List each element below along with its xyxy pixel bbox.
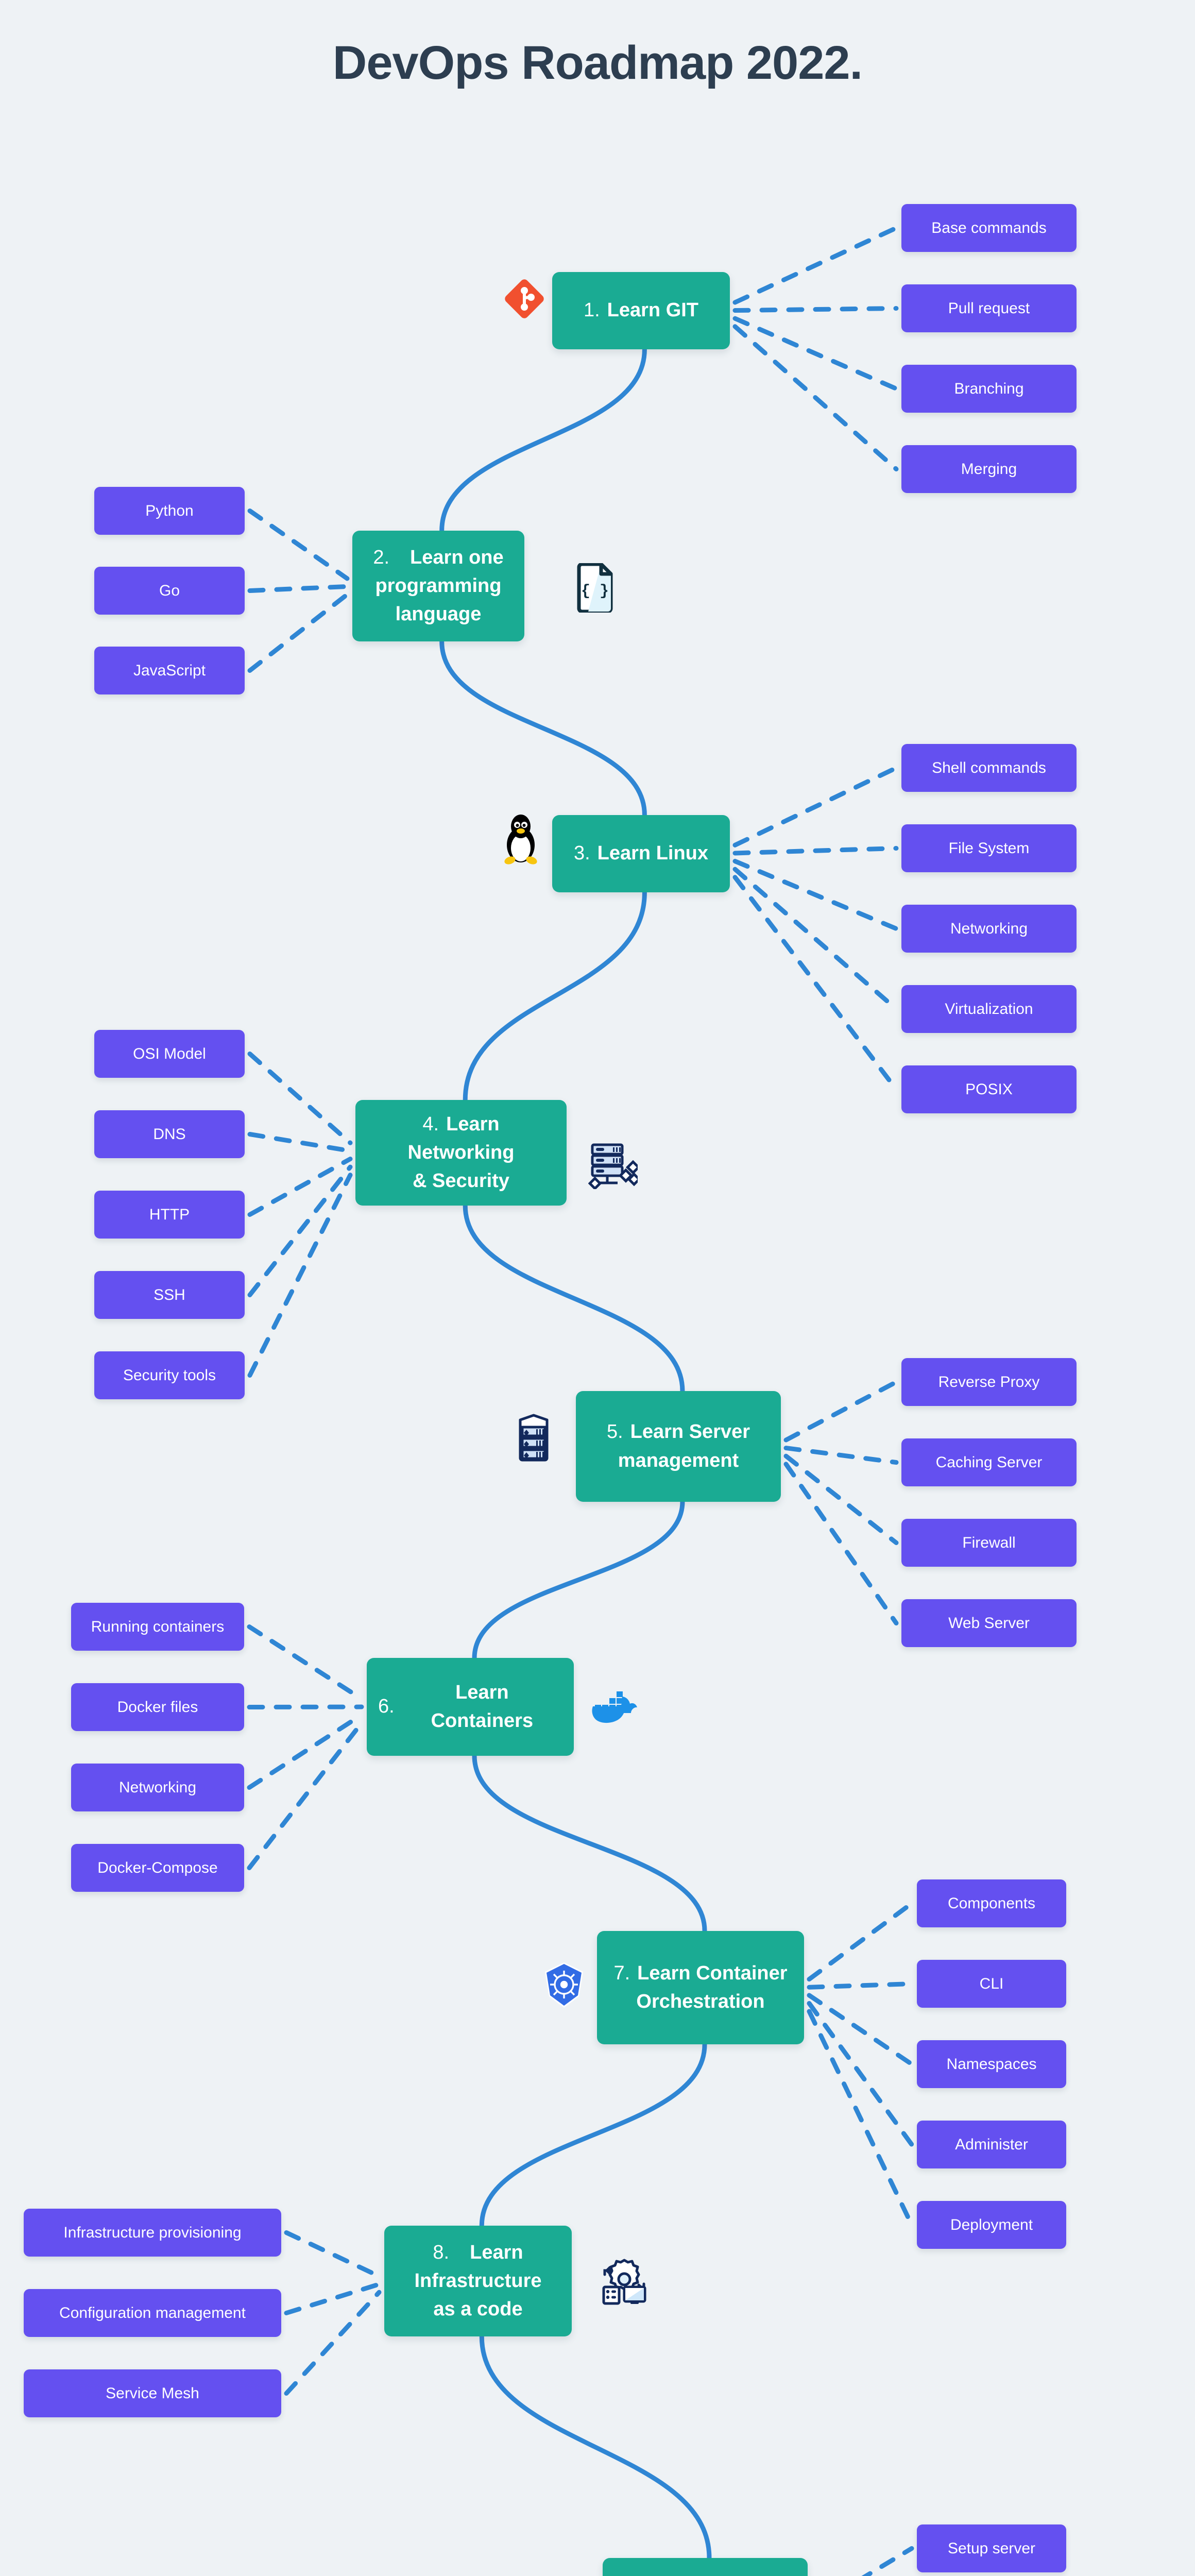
leaf-node[interactable]: OSI Model: [94, 1030, 245, 1078]
node-label: 4.Learn Networking: [407, 1113, 515, 1163]
node-number: 1.: [583, 299, 600, 321]
leaf-node[interactable]: Infrastructure provisioning: [24, 2209, 281, 2257]
leaf-node[interactable]: Components: [917, 1879, 1066, 1927]
leaf-node[interactable]: JavaScript: [94, 647, 245, 694]
leaf-node[interactable]: Networking: [901, 905, 1077, 953]
node-label-line: Infrastructure: [414, 2269, 542, 2292]
git-icon: [502, 275, 547, 323]
leaf-node[interactable]: Security tools: [94, 1351, 245, 1399]
leaf-node[interactable]: HTTP: [94, 1191, 245, 1239]
server-rack-icon: [516, 1413, 552, 1464]
docker-whale-icon: [590, 1687, 639, 1730]
roadmap-node-2[interactable]: 2. Learn one programming language: [352, 531, 524, 641]
node-label: Learn: [470, 2241, 523, 2263]
roadmap-node-3[interactable]: 3. Learn Linux: [552, 815, 730, 892]
leaf-node[interactable]: Firewall: [901, 1519, 1077, 1567]
page-title: DevOps Roadmap 2022.: [332, 37, 863, 89]
leaf-node[interactable]: Shell commands: [901, 744, 1077, 792]
leaf-node[interactable]: DNS: [94, 1110, 245, 1158]
kubernetes-helm-icon: [542, 1960, 586, 2010]
code-file-icon: { }: [576, 563, 614, 613]
leaf-node[interactable]: Namespaces: [917, 2040, 1066, 2088]
leaf-node[interactable]: Pull request: [901, 284, 1077, 332]
svg-text:{ }: { }: [581, 583, 609, 600]
node-label: Learn one: [410, 546, 504, 568]
node-number: 3.: [573, 842, 590, 865]
node-label-line: management: [618, 1449, 739, 1471]
leaf-node[interactable]: Configuration management: [24, 2289, 281, 2337]
node-label-line: programming: [375, 574, 502, 597]
infrastructure-gear-icon: [600, 2256, 649, 2306]
roadmap-node-5[interactable]: 5.Learn Server management: [576, 1391, 781, 1502]
node-label: Learn Containers: [431, 1681, 534, 1732]
leaf-node[interactable]: Branching: [901, 365, 1077, 413]
leaf-node[interactable]: File System: [901, 824, 1077, 872]
leaf-node[interactable]: SSH: [94, 1271, 245, 1319]
node-number: 5.: [606, 1421, 623, 1443]
node-label: 5.Learn Server: [606, 1421, 750, 1443]
node-label: Learn Linux: [597, 842, 709, 865]
node-label-line: as a code: [433, 2298, 523, 2320]
node-number: 7.: [613, 1962, 630, 1984]
leaf-node[interactable]: Docker-Compose: [71, 1844, 244, 1892]
node-label: 7.Learn Container: [613, 1962, 788, 1984]
node-label: Learn GIT: [607, 299, 699, 321]
leaf-node[interactable]: POSIX: [901, 1065, 1077, 1113]
node-number: 2.: [373, 546, 390, 568]
roadmap-node-9[interactable]: 9.Learn CI/CD: [603, 2558, 808, 2576]
node-number: 4.: [422, 1113, 439, 1135]
node-label-line: & Security: [413, 1170, 509, 1192]
node-number: 8.: [433, 2241, 450, 2263]
leaf-node[interactable]: Base commands: [901, 204, 1077, 252]
leaf-node[interactable]: Deployment: [917, 2201, 1066, 2249]
node-label-line: Orchestration: [636, 1991, 765, 2012]
leaf-node[interactable]: Setup server: [917, 2524, 1066, 2572]
leaf-node[interactable]: Networking: [71, 1764, 244, 1811]
node-number: 6.: [378, 1696, 395, 1718]
network-server-icon: [588, 1140, 638, 1189]
leaf-node[interactable]: Go: [94, 567, 245, 615]
roadmap-node-4[interactable]: 4.Learn Networking & Security: [355, 1100, 567, 1206]
roadmap-node-6[interactable]: 6. Learn Containers: [367, 1658, 574, 1756]
leaf-node[interactable]: Administer: [917, 2121, 1066, 2168]
roadmap-node-1[interactable]: 1. Learn GIT: [552, 272, 730, 349]
linux-penguin-icon: [501, 813, 541, 867]
leaf-node[interactable]: Merging: [901, 445, 1077, 493]
leaf-node[interactable]: Docker files: [71, 1683, 244, 1731]
leaf-node[interactable]: Python: [94, 487, 245, 535]
leaf-node[interactable]: Web Server: [901, 1599, 1077, 1647]
leaf-node[interactable]: Virtualization: [901, 985, 1077, 1033]
leaf-node[interactable]: Caching Server: [901, 1438, 1077, 1486]
leaf-node[interactable]: Reverse Proxy: [901, 1358, 1077, 1406]
node-label-line: language: [395, 603, 482, 625]
leaf-node[interactable]: CLI: [917, 1960, 1066, 2008]
leaf-node[interactable]: Running containers: [71, 1603, 244, 1651]
leaf-node[interactable]: Service Mesh: [24, 2369, 281, 2417]
